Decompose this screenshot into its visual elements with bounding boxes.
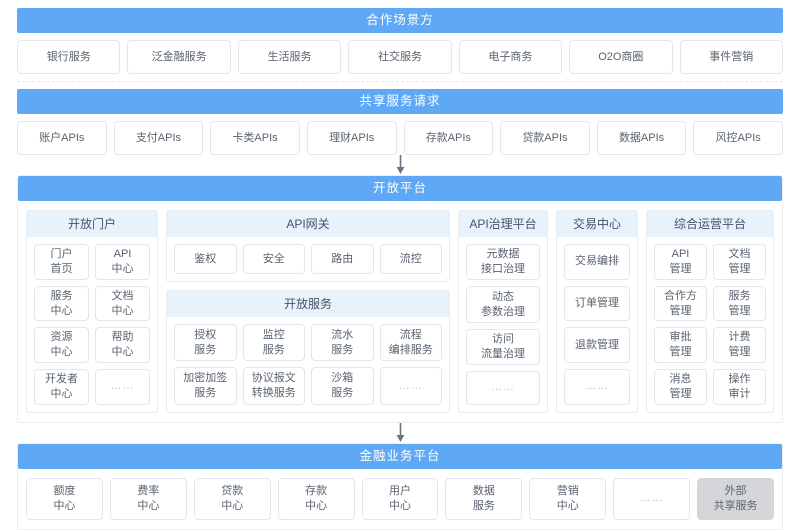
gateway-node-1[interactable]: 安全 <box>242 244 305 274</box>
operations-node-5[interactable]: 计费管理 <box>713 327 766 364</box>
shared-requests-banner: 共享服务请求 <box>17 89 783 114</box>
trade-node-2[interactable]: 退款管理 <box>564 327 630 364</box>
finance-node-2[interactable]: 贷款中心 <box>193 477 271 520</box>
governance-node-1[interactable]: 动态参数治理 <box>466 286 540 323</box>
panel-open-services: 开放服务 授权服务监控服务流水服务流程编排服务加密加签服务协议报文转换服务沙箱服… <box>166 290 450 413</box>
partner-node-0[interactable]: 银行服务 <box>17 40 121 74</box>
panel-trade-center-items: 交易编排订单管理退款管理 …… <box>557 237 637 412</box>
operations-node-4[interactable]: 审批管理 <box>654 327 707 364</box>
trade-node-1[interactable]: 订单管理 <box>564 285 630 322</box>
panel-api-governance: API治理平台 元数据接口治理动态参数治理访问流量治理 …… <box>458 210 548 413</box>
api-node-2[interactable]: 卡类APIs <box>210 121 300 155</box>
portal-node-0[interactable]: 门户首页 <box>34 244 89 280</box>
panel-api-gateway-items: 鉴权安全路由流控 <box>167 237 449 281</box>
governance-node-ellipsis[interactable]: …… <box>466 371 540 405</box>
operations-node-3[interactable]: 服务管理 <box>713 285 766 322</box>
open-service-node-6[interactable]: 沙箱服务 <box>311 367 374 405</box>
panel-api-governance-items: 元数据接口治理动态参数治理访问流量治理 …… <box>459 237 547 412</box>
partner-node-2[interactable]: 生活服务 <box>237 40 342 74</box>
operations-node-2[interactable]: 合作方管理 <box>654 285 707 322</box>
gateway-node-2[interactable]: 路由 <box>311 244 374 274</box>
panel-api-gateway-title: API网关 <box>167 211 449 237</box>
portal-node-ellipsis[interactable]: …… <box>95 369 150 405</box>
portal-node-5[interactable]: 帮助中心 <box>95 327 150 364</box>
finance-node-5[interactable]: 数据服务 <box>445 477 523 520</box>
operations-node-6[interactable]: 消息管理 <box>654 369 707 405</box>
api-node-1[interactable]: 支付APIs <box>113 121 204 155</box>
finance-node-0[interactable]: 额度中心 <box>26 477 103 520</box>
operations-node-1[interactable]: 文档管理 <box>713 244 766 280</box>
open-service-node-2[interactable]: 流水服务 <box>311 324 374 362</box>
partner-node-5[interactable]: O2O商圈 <box>569 40 673 74</box>
connector-arrow-bottom <box>17 422 783 443</box>
panel-operations-title: 综合运营平台 <box>647 211 773 237</box>
open-service-node-3[interactable]: 流程编排服务 <box>379 324 442 362</box>
gateway-node-3[interactable]: 流控 <box>379 244 442 274</box>
finance-node-4[interactable]: 用户中心 <box>361 477 439 520</box>
api-node-7[interactable]: 风控APIs <box>693 121 783 155</box>
trade-node-0[interactable]: 交易编排 <box>564 244 630 280</box>
panel-api-governance-title: API治理平台 <box>459 211 547 237</box>
partner-node-1[interactable]: 泛金融服务 <box>127 40 231 74</box>
api-node-3[interactable]: 理财APIs <box>306 121 397 155</box>
open-service-node-5[interactable]: 协议报文转换服务 <box>242 367 305 405</box>
api-node-5[interactable]: 贷款APIs <box>500 121 590 155</box>
panel-open-services-title: 开放服务 <box>167 291 449 317</box>
panel-group-gateway: API网关 鉴权安全路由流控 开放服务 授权服务监控服务流水服务流程编排服务加密… <box>166 210 450 413</box>
portal-node-3[interactable]: 文档中心 <box>95 285 150 322</box>
portal-node-2[interactable]: 服务中心 <box>34 285 89 322</box>
panel-api-gateway: API网关 鉴权安全路由流控 <box>166 210 450 282</box>
connector-arrow-top <box>17 155 783 175</box>
open-service-node-ellipsis[interactable]: …… <box>379 367 442 405</box>
open-platform-banner: 开放平台 <box>18 176 782 201</box>
gateway-node-0[interactable]: 鉴权 <box>174 244 237 274</box>
api-node-6[interactable]: 数据APIs <box>596 121 687 155</box>
finance-platform-banner: 金融业务平台 <box>18 443 782 469</box>
trade-node-ellipsis[interactable]: …… <box>564 369 630 405</box>
partners-divider <box>17 81 783 82</box>
partner-node-3[interactable]: 社交服务 <box>348 40 452 74</box>
partner-node-6[interactable]: 事件营销 <box>679 40 783 74</box>
partners-banner: 合作场景方 <box>17 8 783 33</box>
governance-node-2[interactable]: 访问流量治理 <box>466 328 540 366</box>
finance-node-1[interactable]: 费率中心 <box>109 477 187 520</box>
panel-trade-center-title: 交易中心 <box>557 211 637 237</box>
partner-node-4[interactable]: 电子商务 <box>458 40 563 74</box>
panel-open-services-items: 授权服务监控服务流水服务流程编排服务加密加签服务协议报文转换服务沙箱服务…… <box>167 317 449 412</box>
open-service-node-1[interactable]: 监控服务 <box>242 324 305 362</box>
panel-trade-center: 交易中心 交易编排订单管理退款管理 …… <box>556 210 638 413</box>
api-node-0[interactable]: 账户APIs <box>17 121 107 155</box>
finance-platform-items: 额度中心费率中心贷款中心存款中心用户中心数据服务营销中心……外部共享服务 <box>18 469 782 529</box>
governance-node-0[interactable]: 元数据接口治理 <box>466 244 540 281</box>
finance-node-6[interactable]: 营销中心 <box>529 477 607 520</box>
finance-node-3[interactable]: 存款中心 <box>277 477 355 520</box>
operations-node-7[interactable]: 操作审计 <box>713 369 766 405</box>
section-finance-platform: 金融业务平台 额度中心费率中心贷款中心存款中心用户中心数据服务营销中心……外部共… <box>17 442 783 530</box>
open-service-node-4[interactable]: 加密加签服务 <box>174 367 237 405</box>
finance-node-ellipsis[interactable]: …… <box>613 477 691 520</box>
open-service-node-0[interactable]: 授权服务 <box>174 324 237 362</box>
api-node-4[interactable]: 存款APIs <box>403 121 494 155</box>
finance-node-8[interactable]: 外部共享服务 <box>697 477 775 520</box>
portal-node-4[interactable]: 资源中心 <box>34 327 89 364</box>
panel-open-portal-title: 开放门户 <box>27 211 157 237</box>
portal-node-6[interactable]: 开发者中心 <box>34 369 89 405</box>
